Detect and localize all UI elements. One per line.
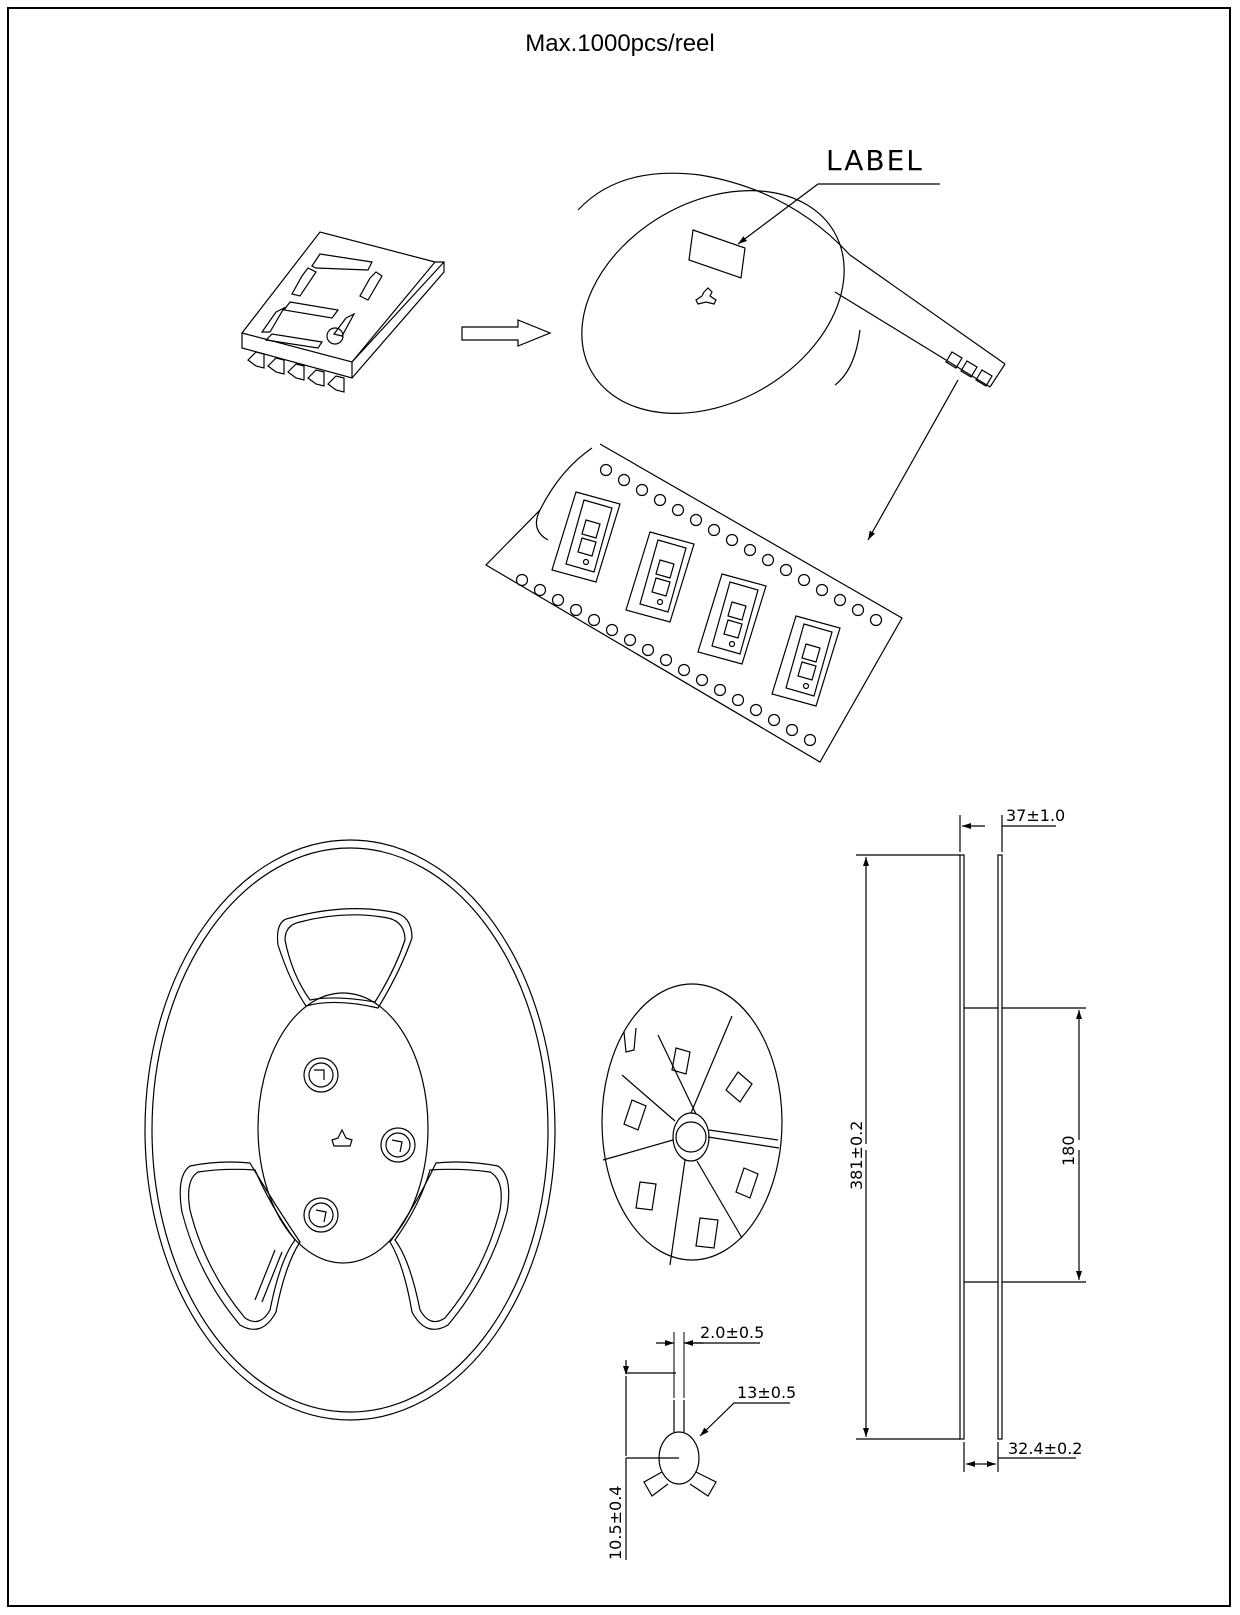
reel-label-rect	[688, 229, 746, 279]
tape-pocket-4	[771, 615, 841, 707]
tape-pocket-3	[697, 573, 767, 665]
reel-hub	[695, 287, 717, 305]
page-title: Max.1000pcs/reel	[525, 30, 715, 57]
tape-leader	[867, 379, 959, 541]
display-component	[240, 231, 445, 393]
component-pins	[247, 351, 345, 393]
reel-diameter-dim: 381±0.2	[847, 1121, 866, 1190]
reel-flange-view	[601, 983, 783, 1266]
reel-side-view	[856, 815, 1086, 1472]
tape-pocket-1	[551, 491, 621, 583]
label-callout-text: LABEL	[826, 144, 924, 177]
inner-width-dim: 32.4±0.2	[1008, 1439, 1082, 1458]
process-arrow	[461, 319, 552, 347]
flange-gap-dim: 37±1.0	[1006, 806, 1065, 825]
sprocket-holes-bottom	[515, 573, 817, 747]
seven-segment-digit	[260, 253, 383, 349]
reel-front-view	[144, 839, 556, 1421]
tape-pocket-2	[625, 531, 695, 623]
arbor-hole-dim: 13±0.5	[737, 1383, 796, 1402]
reel-isometric	[577, 172, 1006, 414]
tape-pockets	[945, 351, 993, 387]
dp-dot	[326, 327, 344, 345]
hub-diameter-dim: 180	[1059, 1135, 1078, 1166]
hub-detail	[623, 1332, 790, 1560]
slot-width-dim: 2.0±0.5	[700, 1323, 764, 1342]
page-frame	[7, 7, 1231, 1607]
carrier-tape	[485, 443, 903, 763]
sprocket-holes-top	[599, 463, 883, 627]
label-leader	[737, 183, 940, 245]
slot-depth-dim: 10.5±0.4	[606, 1486, 625, 1560]
flange-slots	[623, 1047, 759, 1249]
